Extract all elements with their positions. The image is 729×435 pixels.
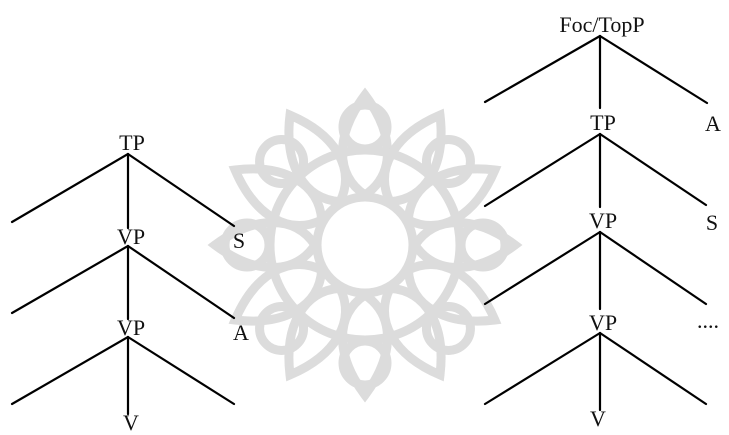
- right-tp-branch-right: [598, 132, 708, 207]
- left-node-v: V: [123, 410, 139, 435]
- left-tp-branch-left: [10, 152, 130, 224]
- right-tp-branch-left: [483, 132, 602, 208]
- right-foc-branch-left: [483, 34, 602, 104]
- left-vp1-branch-left: [10, 244, 130, 315]
- left-node-vp-low: VP: [116, 315, 146, 340]
- left-vp2-branch-right: [126, 335, 236, 406]
- left-vp2-branch-left: [10, 335, 130, 406]
- right-node-tp: TP: [590, 110, 616, 135]
- right-vp1-branch-right: [598, 230, 708, 306]
- right-foc-branch-right: [598, 34, 709, 105]
- right-vp1-branch-left: [483, 230, 602, 306]
- right-leaf-ellipsis: ....: [697, 308, 719, 333]
- right-vp2-branch-left: [483, 331, 602, 406]
- right-leaf-a: A: [705, 111, 721, 136]
- right-node-vp-mid: VP: [588, 208, 618, 233]
- left-vp1-branch-right: [126, 244, 236, 320]
- right-leaf-s: S: [705, 210, 719, 235]
- right-node-foc-topp: Foc/TopP: [559, 12, 645, 37]
- left-node-vp-mid: VP: [116, 224, 146, 249]
- left-tp-branch-right: [126, 152, 236, 228]
- right-node-vp-low: VP: [588, 310, 618, 335]
- left-node-tp: TP: [119, 130, 145, 155]
- left-leaf-s: S: [232, 228, 246, 253]
- right-vp2-branch-right: [598, 331, 708, 406]
- right-node-v: V: [590, 406, 606, 431]
- left-leaf-a: A: [233, 320, 249, 345]
